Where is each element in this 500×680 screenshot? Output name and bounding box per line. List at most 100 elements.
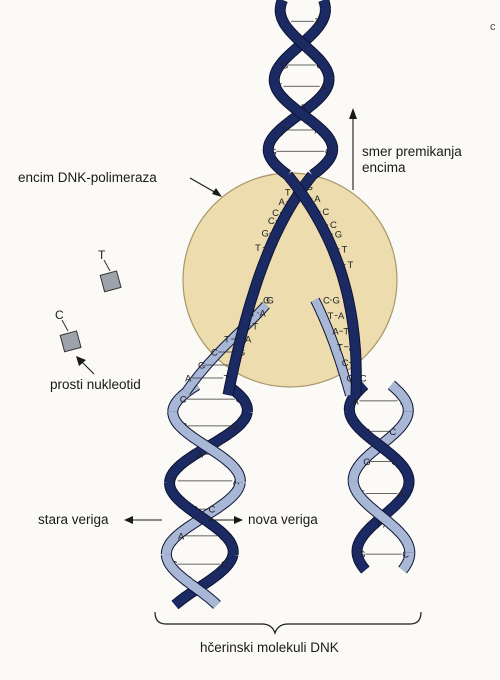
base-letter: G bbox=[267, 296, 274, 307]
right-daughter-strand-b-seg-2 bbox=[348, 478, 415, 556]
fork-left-new-strand bbox=[182, 302, 270, 395]
base-letter: A bbox=[185, 374, 192, 385]
base-letter: T bbox=[341, 244, 347, 255]
base-letter: T bbox=[281, 126, 287, 137]
base-letter: C bbox=[389, 427, 396, 438]
base-letter: G bbox=[281, 61, 288, 72]
svg-text:C: C bbox=[55, 308, 64, 322]
right-daughter-strand-b-seg-0 bbox=[388, 381, 413, 415]
base-letter: T bbox=[328, 311, 334, 322]
base-letter: G bbox=[333, 296, 340, 307]
label-new-strand: nova veriga bbox=[248, 512, 318, 527]
base-letter: T bbox=[347, 260, 353, 271]
base-letter: C bbox=[263, 296, 270, 307]
svg-text:T: T bbox=[98, 248, 106, 262]
parent-strand-b-seg-1 bbox=[275, 5, 334, 82]
base-letter: C bbox=[342, 358, 349, 369]
base-letter: T bbox=[343, 327, 349, 338]
base-letter: A bbox=[279, 197, 286, 208]
base-letter: A bbox=[178, 531, 185, 542]
base-letter: T bbox=[337, 342, 343, 353]
base-letter: G bbox=[363, 457, 370, 468]
base-letter: A bbox=[352, 396, 359, 407]
right-daughter-strand-b-seg-3 bbox=[399, 549, 415, 574]
left-daughter-strand-a-seg-3 bbox=[172, 551, 238, 609]
base-letter: C bbox=[272, 208, 279, 219]
parent-strand-a-seg-0 bbox=[319, 0, 330, 12]
label-enzyme: encim DNK-polimeraza bbox=[18, 170, 157, 185]
base-letter: G bbox=[231, 421, 238, 432]
arrow-old-strand bbox=[124, 516, 162, 524]
base-letter: C bbox=[268, 216, 275, 227]
left-daughter-strand-b-seg-1 bbox=[168, 408, 245, 486]
base-letter: T bbox=[250, 309, 256, 320]
base-letter: C bbox=[360, 374, 367, 385]
arrow-enzyme bbox=[189, 177, 222, 197]
label-daughter-molecules: hčerinski molekuli DNK bbox=[200, 640, 339, 655]
base-letter: T bbox=[171, 476, 177, 487]
parent-strand-b-seg-3 bbox=[263, 145, 291, 179]
base-letter: A bbox=[197, 450, 204, 461]
fork-right-template bbox=[284, 172, 361, 396]
base-letter: A bbox=[320, 82, 327, 93]
base-letter: C bbox=[221, 560, 228, 571]
base-letter: T bbox=[315, 17, 321, 28]
arrow-new-strand bbox=[208, 516, 243, 524]
base-letter: G bbox=[346, 374, 353, 385]
base-letter: C bbox=[325, 147, 332, 158]
brace-daughter-molecules bbox=[154, 611, 422, 635]
base-letter: G bbox=[261, 229, 268, 240]
base-letter: C bbox=[209, 505, 216, 516]
parent-strand-b-seg-0 bbox=[275, 0, 287, 12]
base-letter: G bbox=[198, 361, 205, 372]
base-letter: A bbox=[398, 489, 405, 500]
base-letter: T bbox=[301, 103, 307, 114]
base-letter: A bbox=[332, 327, 339, 338]
label-direction: smer premikanja encima bbox=[362, 144, 466, 175]
left-daughter-strand-a-seg-2 bbox=[165, 479, 238, 558]
base-letter: C bbox=[322, 207, 329, 218]
base-letter: A bbox=[314, 194, 321, 205]
base-letter: T bbox=[224, 335, 230, 346]
base-letter: T bbox=[252, 322, 258, 333]
parent-strand-a-seg-3 bbox=[309, 145, 338, 179]
base-letter: C bbox=[402, 550, 409, 561]
parent-strand-a-seg-2 bbox=[269, 75, 338, 152]
left-daughter-strand-b-seg-3 bbox=[161, 551, 221, 609]
label-direction-line1: smer premikanja bbox=[362, 144, 462, 159]
fork-right-new-strand bbox=[311, 298, 354, 397]
arrow-free-nucleotide bbox=[76, 356, 95, 375]
base-letter: T bbox=[285, 187, 291, 198]
base-letter: T bbox=[375, 519, 381, 530]
base-letter: A bbox=[259, 309, 266, 320]
free-nucleotide-c: C bbox=[55, 308, 82, 353]
base-letter: A bbox=[245, 335, 252, 346]
corner-mark: c bbox=[490, 21, 496, 33]
right-daughter-strand-a-seg-3 bbox=[352, 549, 369, 574]
base-letter: T bbox=[255, 243, 261, 254]
base-letter: C bbox=[330, 220, 337, 231]
label-direction-line2: encima bbox=[362, 160, 406, 175]
base-letter: A bbox=[338, 311, 345, 322]
arrow-direction bbox=[349, 108, 357, 190]
right-daughter-strand-a-seg-1 bbox=[345, 408, 414, 485]
fork-left-pair-0: CG bbox=[263, 296, 274, 307]
front-strands bbox=[160, 0, 416, 609]
label-free-nucleotide: prosti nukleotid bbox=[50, 377, 141, 392]
base-letter: C bbox=[180, 395, 187, 406]
label-old-strand: stara veriga bbox=[38, 512, 109, 527]
base-letter: C bbox=[323, 296, 330, 307]
base-letter: C bbox=[211, 348, 218, 359]
base-letter: G bbox=[335, 230, 342, 241]
free-nucleotide-t: T bbox=[98, 248, 122, 293]
